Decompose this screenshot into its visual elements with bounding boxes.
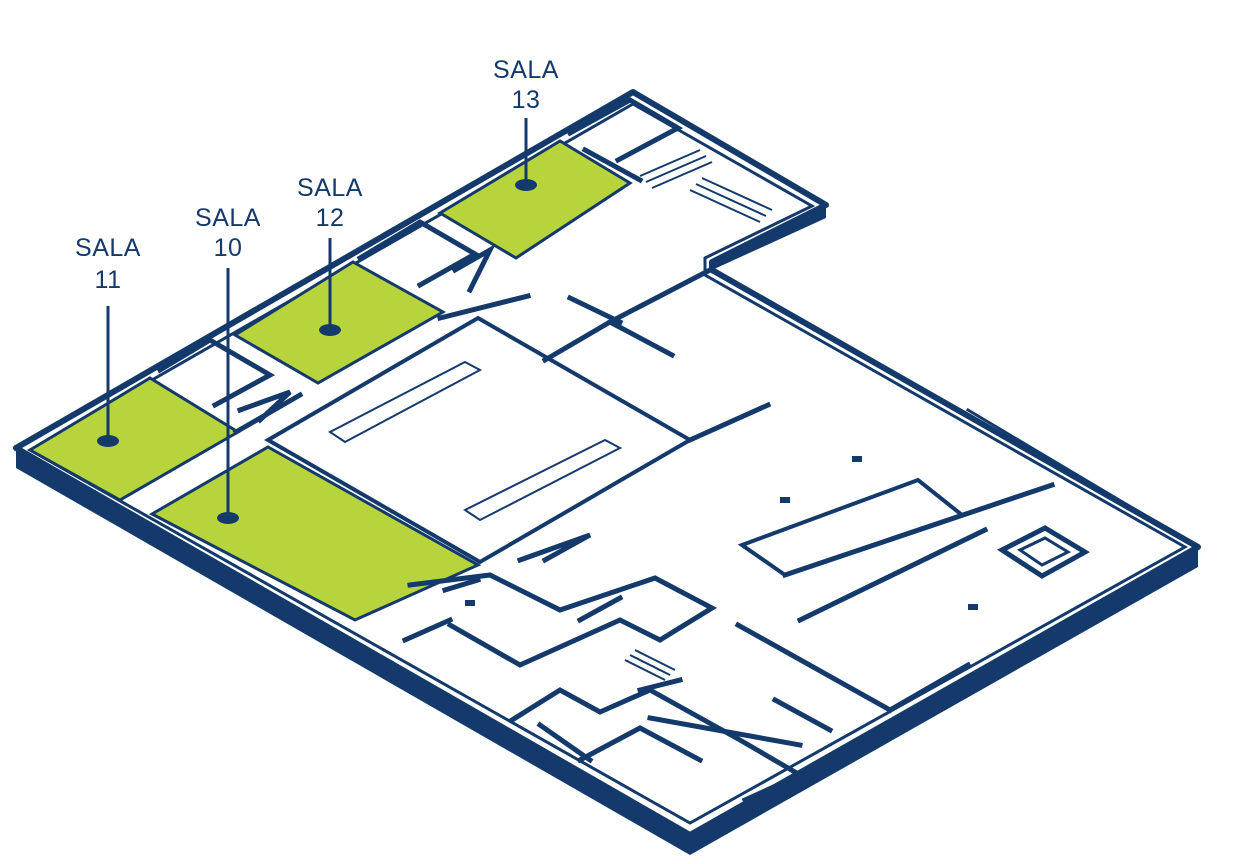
display-case [328, 360, 483, 444]
wall [734, 621, 894, 714]
interior-walls [156, 97, 1201, 804]
floor-surface [13, 89, 1201, 838]
wall [581, 146, 644, 184]
wall [516, 532, 592, 564]
marker-dot-sala-13 [515, 179, 537, 191]
wall [576, 725, 704, 764]
pedestal-top [997, 525, 1090, 579]
wall [536, 721, 594, 764]
wall [156, 337, 276, 409]
display-case [463, 438, 623, 522]
wall [401, 616, 454, 644]
sala-13-area [437, 139, 633, 260]
wall [636, 676, 684, 694]
slab-right-face [690, 547, 1198, 855]
column [780, 497, 790, 503]
wall [356, 219, 481, 289]
staircases [624, 149, 773, 681]
slab-left-face [16, 448, 690, 855]
pedestal [997, 525, 1090, 579]
marker-dot-sala-10 [217, 512, 239, 524]
stair-step [629, 654, 671, 676]
wall [451, 243, 496, 294]
wall [686, 401, 772, 444]
room-labels: SALA 13 SALA 12 SALA 10 SALA 11 [75, 56, 559, 524]
stair-step [689, 189, 761, 223]
stair-step [651, 161, 713, 189]
wall [436, 292, 532, 322]
stair-step [639, 149, 701, 177]
stair-step [701, 177, 773, 211]
wall [407, 572, 718, 668]
pedestal-inner [1017, 536, 1072, 567]
wall [886, 661, 972, 714]
label-sala-11-line2: 11 [95, 266, 122, 294]
column [968, 604, 978, 610]
wall [647, 715, 803, 748]
label-sala-13-line1: SALA [493, 56, 559, 84]
label-sala-13-line2: 13 [512, 86, 541, 114]
wall [606, 266, 714, 326]
label-sala-12-line2: 12 [316, 204, 345, 232]
sala-12-area [232, 260, 447, 385]
label-sala-10-line1: SALA [195, 204, 261, 232]
marker-dot-sala-12 [319, 324, 341, 336]
column [465, 600, 475, 606]
stair-step [634, 649, 676, 671]
marker-dot-sala-11 [97, 435, 119, 447]
wall [796, 526, 989, 624]
stair-step [645, 155, 707, 183]
wall [566, 294, 624, 326]
label-sala-10-line2: 10 [214, 234, 243, 262]
stair-step [624, 659, 666, 681]
label-sala-11-line1: SALA [75, 234, 141, 262]
label-sala-12-line1: SALA [297, 174, 363, 202]
wall [566, 97, 684, 164]
wall [576, 594, 624, 624]
display-cases [328, 360, 623, 522]
columns [465, 456, 978, 610]
highlighted-rooms [27, 139, 633, 622]
wall [771, 696, 834, 734]
wall [441, 576, 482, 594]
stair-step [695, 183, 767, 217]
wall [781, 481, 1056, 579]
wall [965, 407, 1201, 550]
wall [236, 389, 292, 424]
column [852, 456, 862, 462]
